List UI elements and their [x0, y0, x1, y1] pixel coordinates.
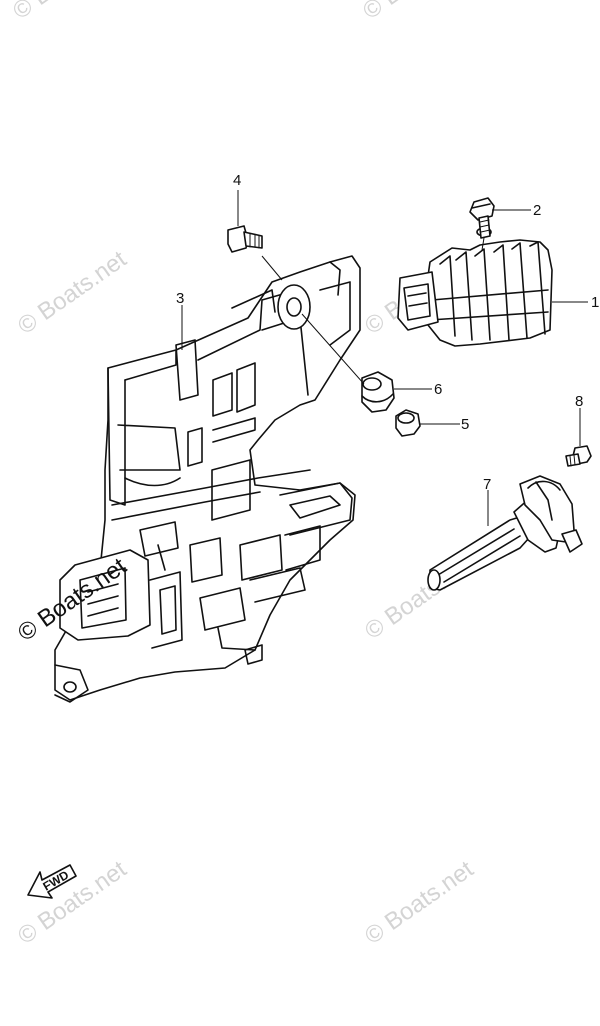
- callout-4: 4: [233, 172, 241, 189]
- watermark: © Boats.net: [13, 245, 132, 339]
- electric-bracket: [54, 255, 361, 703]
- screw: [227, 225, 263, 253]
- callout-6: 6: [434, 381, 442, 398]
- callout-7: 7: [483, 476, 491, 493]
- ignition-coil: [427, 475, 583, 591]
- callout-3: 3: [176, 290, 184, 307]
- watermark: © Boats.net: [8, 0, 127, 25]
- callout-5: 5: [461, 416, 469, 433]
- callout-8: 8: [575, 393, 583, 410]
- small-bolt: [565, 445, 592, 467]
- watermark: © Boats.net: [358, 0, 477, 25]
- callout-1: 1: [591, 294, 599, 311]
- collar: [395, 409, 421, 437]
- callouts: 1 2 3 4 5 6 7 8: [176, 172, 599, 493]
- watermark: © Boats.net: [360, 855, 479, 949]
- grommet: [361, 371, 395, 413]
- callout-2: 2: [533, 202, 541, 219]
- leader-lines: [181, 190, 588, 526]
- bolt: [469, 197, 495, 239]
- regulator-rectifier: [397, 227, 553, 347]
